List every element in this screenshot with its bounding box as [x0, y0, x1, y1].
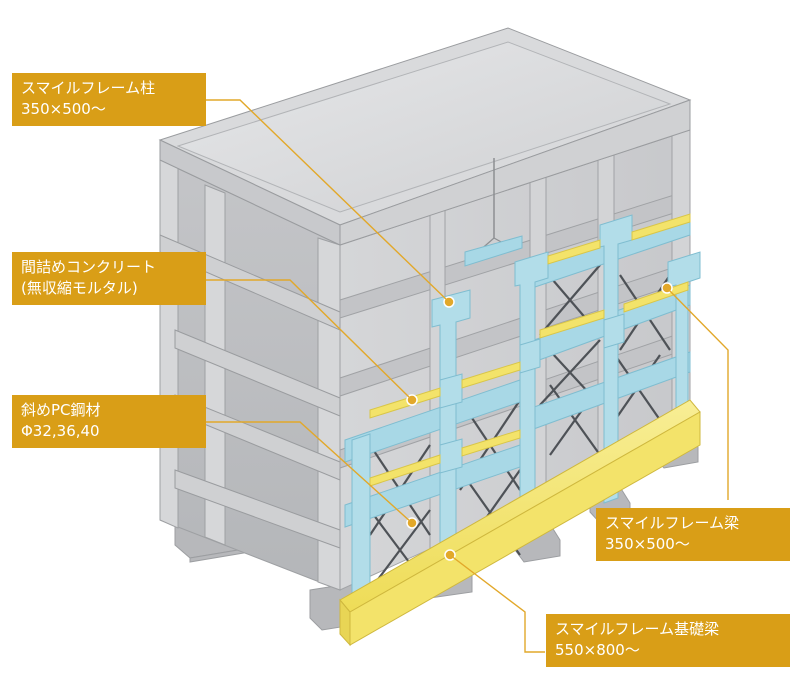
callout-infill: 間詰めコンクリート (無収縮モルタル) — [12, 252, 206, 305]
callout-pc-steel-title: 斜めPC鋼材 — [21, 401, 101, 419]
callout-column: スマイルフレーム柱 350×500～ — [12, 73, 206, 126]
callout-foundation: スマイルフレーム基礎梁 550×800～ — [546, 614, 790, 667]
callout-beam: スマイルフレーム梁 350×500～ — [596, 508, 790, 561]
callout-pc-steel: 斜めPC鋼材 Φ32,36,40 — [12, 395, 206, 448]
smile-frame-structure — [339, 213, 701, 647]
callout-foundation-title: スマイルフレーム基礎梁 — [555, 620, 720, 638]
leader-lines — [205, 99, 729, 653]
callout-foundation-size: 550×800～ — [555, 641, 640, 659]
callout-beam-size: 350×500～ — [605, 535, 690, 553]
callout-beam-title: スマイルフレーム梁 — [605, 514, 740, 532]
callout-infill-title: 間詰めコンクリート — [21, 258, 157, 276]
smile-frame-foundation-beam — [339, 399, 701, 647]
callout-pc-steel-size: Φ32,36,40 — [21, 422, 100, 440]
callout-infill-sub: (無収縮モルタル) — [21, 279, 138, 297]
smile-frame-columns — [351, 214, 701, 601]
callout-column-size: 350×500～ — [21, 100, 106, 118]
callout-column-title: スマイルフレーム柱 — [21, 79, 156, 97]
